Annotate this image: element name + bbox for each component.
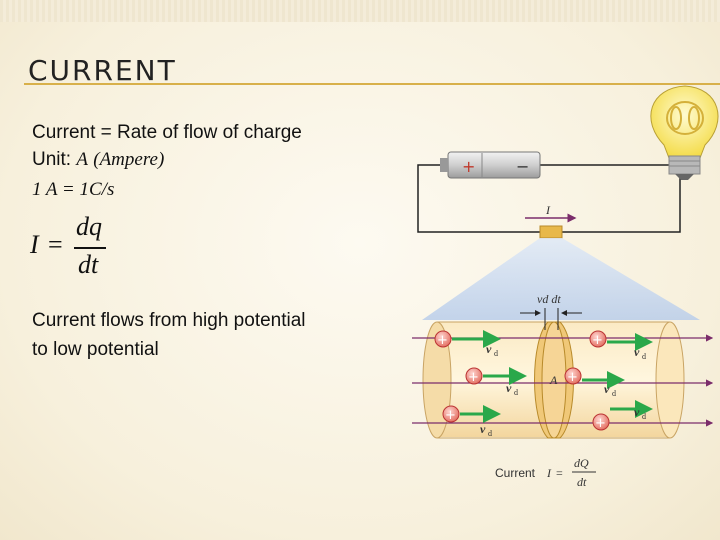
formula-lhs: I — [30, 230, 39, 259]
svg-text:d: d — [514, 388, 518, 397]
circuit-wire — [417, 164, 681, 233]
svg-text:d: d — [488, 429, 492, 438]
svg-text:I: I — [546, 466, 552, 480]
caption-formula: Current I = dQ dt — [495, 456, 596, 489]
area-label: A — [549, 373, 558, 387]
svg-text:d: d — [642, 352, 646, 361]
svg-text:dQ: dQ — [574, 456, 589, 470]
slide-title: CURRENT — [28, 54, 177, 87]
charge-carrier-1: + v d — [434, 330, 501, 358]
zoom-cone — [422, 238, 700, 320]
current-diagram: + − I vd dt + v — [412, 85, 719, 489]
potential-text-line1: Current flows from high potential — [32, 310, 306, 331]
svg-text:=: = — [556, 466, 563, 480]
charge-carrier-3: + v d — [442, 405, 501, 438]
current-label: I — [545, 203, 551, 217]
unit-prefix: Unit: — [32, 149, 77, 170]
charge-carrier-5: + v d — [564, 367, 625, 398]
svg-text:v: v — [480, 422, 486, 436]
charge-carrier-4: + v d — [589, 330, 653, 361]
unit-text: Unit: A (Ampere) — [32, 147, 164, 172]
charge-carrier-6: + v d — [592, 400, 653, 431]
decorative-top-band — [0, 0, 720, 22]
svg-text:+: + — [437, 333, 448, 348]
light-bulb-icon — [650, 85, 719, 180]
svg-text:v: v — [634, 405, 640, 419]
svg-text:+: + — [468, 370, 479, 385]
svg-text:dt: dt — [577, 475, 587, 489]
battery-plus: + — [462, 157, 475, 176]
charge-carrier-2: + v d — [465, 367, 527, 397]
potential-text-line2: to low potential — [32, 339, 159, 360]
svg-text:+: + — [445, 408, 456, 423]
svg-text:v: v — [604, 382, 610, 396]
unit-symbol: A — [76, 149, 88, 170]
svg-text:d: d — [612, 389, 616, 398]
definition-text: Current = Rate of flow of charge — [32, 122, 302, 143]
battery-minus: − — [516, 157, 529, 176]
drift-distance-label: vd dt — [537, 292, 561, 306]
ampere-definition: 1 A = 1C/s — [32, 179, 115, 200]
formula-den: dt — [78, 250, 99, 279]
svg-text:d: d — [642, 412, 646, 421]
svg-text:+: + — [567, 370, 578, 385]
svg-text:+: + — [592, 333, 603, 348]
svg-text:v: v — [506, 381, 512, 395]
title-underline — [24, 83, 720, 85]
formula-bar — [74, 247, 106, 249]
formula-eq: = — [48, 230, 63, 259]
svg-text:Current: Current — [495, 466, 536, 480]
svg-text:+: + — [595, 416, 606, 431]
wire-section — [539, 225, 563, 239]
svg-text:v: v — [486, 342, 492, 356]
svg-text:d: d — [494, 349, 498, 358]
formula-num: dq — [76, 212, 102, 241]
svg-text:v: v — [634, 345, 640, 359]
battery-icon: + − — [440, 151, 541, 179]
unit-name: (Ampere) — [93, 149, 165, 170]
